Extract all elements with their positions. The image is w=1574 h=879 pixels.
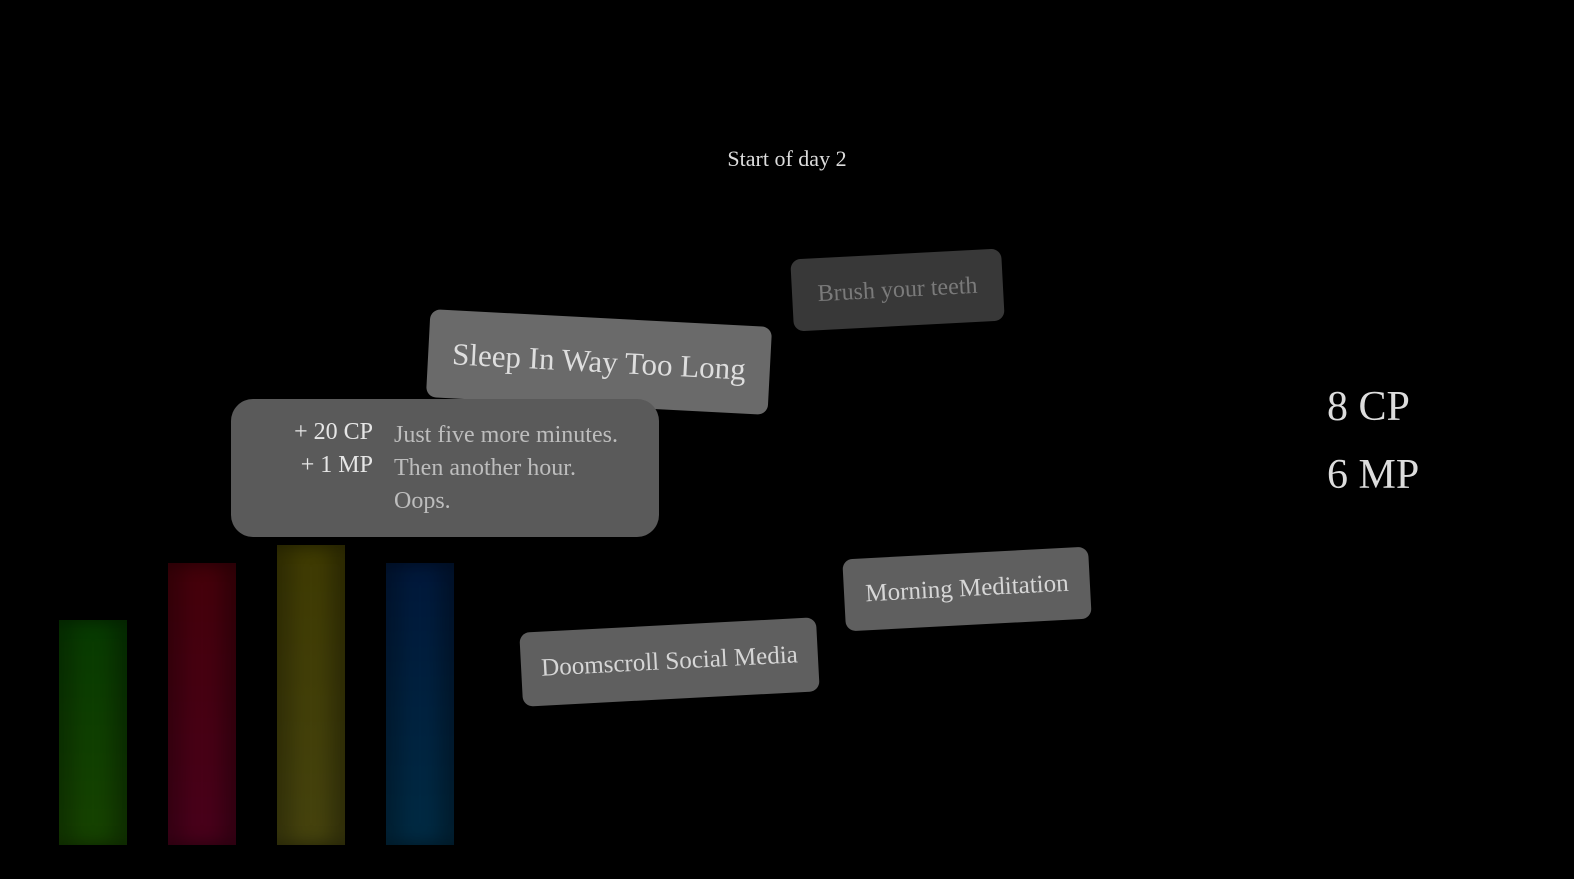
description-line: Just five more minutes.: [394, 422, 618, 448]
effect-cp: + 20 CP: [294, 419, 373, 445]
card-label: Morning Meditation: [864, 569, 1070, 608]
stat-bar-green: [59, 620, 127, 845]
card-tooltip: + 20 CP + 1 MP Just five more minutes. T…: [231, 399, 659, 537]
card-label: Brush your teeth: [816, 272, 979, 307]
card-morning-meditation[interactable]: Morning Meditation: [842, 546, 1092, 632]
card-brush-teeth[interactable]: Brush your teeth: [790, 248, 1005, 332]
description-line: Oops.: [394, 488, 451, 514]
card-label: Doomscroll Social Media: [540, 641, 799, 682]
day-title: Start of day 2: [727, 146, 847, 171]
card-label: Sleep In Way Too Long: [451, 336, 747, 387]
stat-bar-yellow: [277, 545, 345, 845]
cp-counter: 8 CP: [1327, 384, 1410, 430]
description-line: Then another hour.: [394, 455, 576, 481]
tooltip-description: Just five more minutes. Then another hou…: [394, 419, 618, 518]
mp-counter: 6 MP: [1327, 452, 1420, 498]
stat-bar-blue: [386, 563, 454, 845]
card-doomscroll[interactable]: Doomscroll Social Media: [519, 617, 820, 707]
effect-mp: + 1 MP: [300, 452, 373, 478]
stat-bar-red: [168, 563, 236, 845]
